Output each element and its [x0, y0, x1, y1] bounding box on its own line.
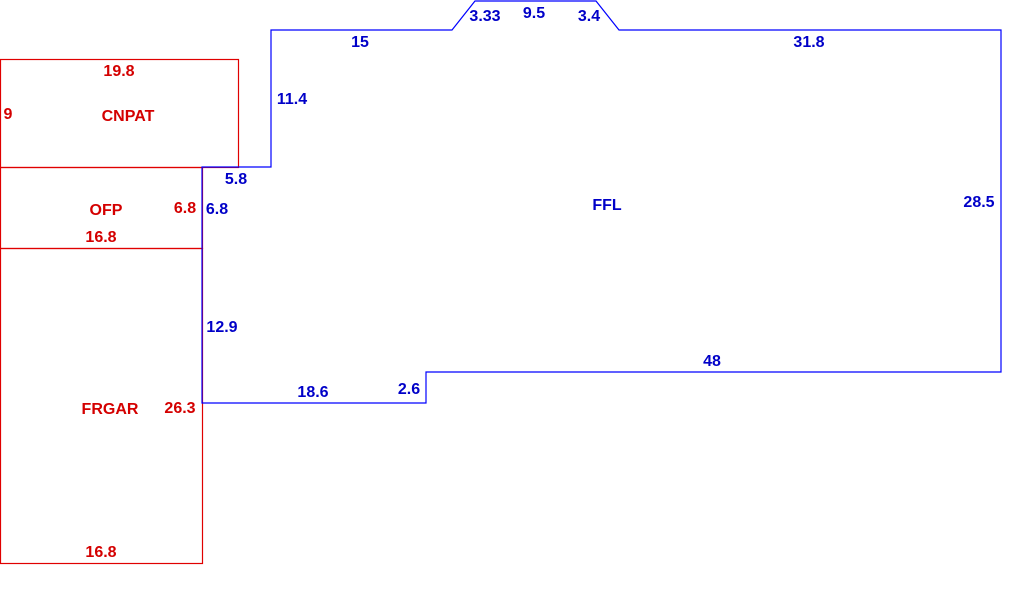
- ffl-dim-bottom-right: 48: [703, 353, 721, 370]
- ffl-dim-left-upper: 6.8: [206, 201, 228, 218]
- ffl-dim-bevel-right: 3.4: [578, 8, 600, 25]
- ffl-dim-top-left: 15: [351, 34, 369, 51]
- ffl-dim-top-right: 31.8: [793, 34, 824, 51]
- cnpat-dim-top: 19.8: [103, 63, 134, 80]
- ofp-area-label: OFP: [90, 202, 123, 219]
- ffl-dim-notch-vertical: 11.4: [277, 91, 307, 108]
- frgar-area-label: FRGAR: [82, 401, 139, 418]
- frgar-outline: [0, 247, 204, 565]
- ffl-outline: [201, 0, 1002, 404]
- cnpat-dim-left: 9: [4, 106, 13, 123]
- ffl-dim-notch-horizontal: 5.8: [225, 171, 247, 188]
- ffl-dim-left-lower: 12.9: [206, 319, 237, 336]
- ofp-dim-bottom: 16.8: [85, 229, 116, 246]
- frgar-dim-right: 26.3: [164, 400, 195, 417]
- ffl-dim-right: 28.5: [963, 194, 994, 211]
- ffl-area-label: FFL: [592, 197, 622, 214]
- frgar-dim-bottom: 16.8: [85, 544, 116, 561]
- attached-structures: [0, 58, 240, 565]
- ffl-dim-bevel-left: 3.33: [469, 8, 500, 25]
- ofp-dim-right: 6.8: [174, 200, 196, 217]
- ffl-dim-step: 2.6: [398, 381, 420, 398]
- cnpat-area-label: CNPAT: [102, 108, 155, 125]
- ffl-dim-bottom-left: 18.6: [297, 384, 328, 401]
- ffl-dim-top-middle: 9.5: [523, 5, 545, 22]
